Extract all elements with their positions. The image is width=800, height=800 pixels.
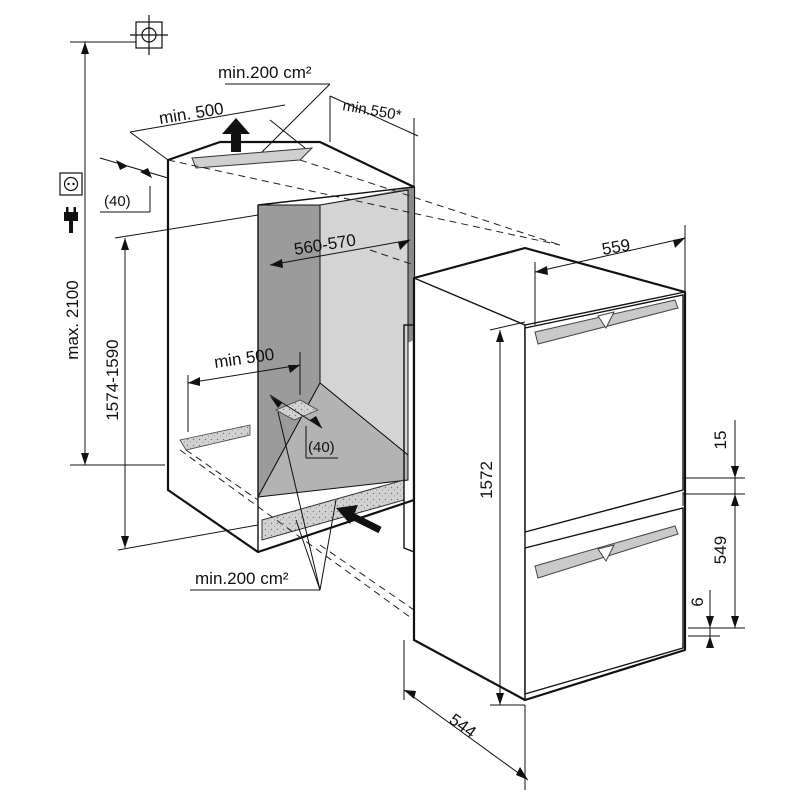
floor-vent-band: [179, 424, 251, 451]
projection-lines: [167, 159, 561, 621]
appliance-depth-label: 544: [446, 710, 480, 742]
door-gap-dimension: 15: [683, 420, 745, 506]
power-plug-icon: [64, 207, 78, 233]
upper-door-handle: [534, 299, 679, 345]
niche-height-label: 1574-1590: [103, 339, 122, 420]
upward-airflow-arrow-icon: [222, 118, 250, 152]
plinth-gap-dimension: 6: [688, 590, 720, 648]
appliance-height-dimension: 1572: [477, 321, 526, 706]
inward-airflow-arrow-icon: [336, 505, 382, 534]
bottom-vent-area-dimension: min.200 cm²: [190, 411, 337, 591]
upper-door: [524, 294, 684, 533]
lower-door-height-label: 549: [711, 536, 730, 564]
power-socket-icon: [59, 172, 83, 196]
top-vent-area-label: min.200 cm²: [218, 63, 312, 82]
top-width-label: min.550*: [341, 97, 402, 124]
bottom-gap-dimension: (40): [269, 394, 338, 459]
bottom-vent-area-label: min.200 cm²: [195, 569, 289, 588]
niche-floor: [257, 382, 409, 498]
door-gap-label: 15: [711, 431, 730, 450]
plinth-gap-label: 6: [688, 597, 707, 606]
niche-height-dimension: 1574-1590: [103, 214, 259, 551]
lower-door-height-dimension: 549: [690, 494, 745, 629]
niche-cabinet: [166, 118, 416, 554]
height-max-label: max. 2100: [63, 280, 82, 359]
top-gap-dimension: (40): [99, 157, 169, 213]
top-vent-area-dimension: min.200 cm²: [218, 63, 331, 153]
appliance: [403, 246, 687, 702]
appliance-width-dimension: 559: [534, 225, 686, 325]
appliance-height-label: 1572: [477, 461, 496, 499]
water-connection-icon: [130, 15, 168, 55]
lower-door-handle: [534, 525, 679, 579]
lower-door: [524, 507, 684, 695]
top-gap-label: (40): [104, 193, 131, 210]
height-max-dimension: max. 2100: [63, 41, 165, 466]
top-depth-label: min. 500: [158, 99, 225, 128]
floor-opening: [275, 399, 319, 421]
appliance-width-label: 559: [600, 235, 631, 259]
bottom-gap-label: (40): [308, 439, 335, 456]
